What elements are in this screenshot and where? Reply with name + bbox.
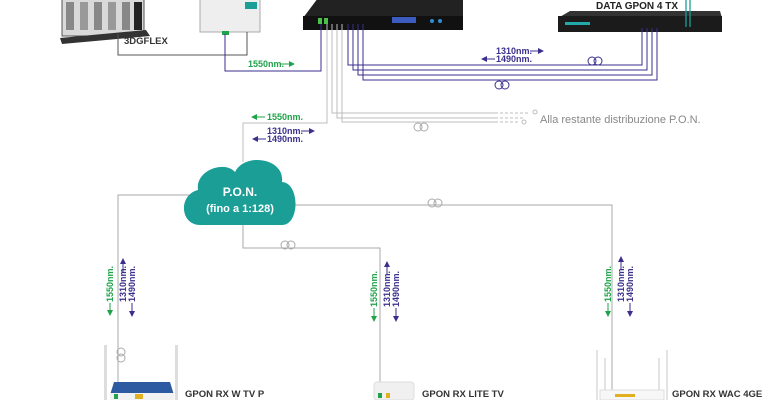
fiber-coil-icon xyxy=(413,122,429,132)
olt-rack xyxy=(303,0,463,30)
up-wavelength-label-top: 1310nm. xyxy=(496,46,532,56)
drop-fibers xyxy=(117,194,613,395)
onu2-label: GPON RX LITE TV xyxy=(422,389,504,400)
fiber-coil-icon xyxy=(280,240,296,250)
pon-distribution-fibers xyxy=(331,24,538,125)
switch-label: DATA GPON 4 TX xyxy=(596,1,678,12)
onu3-label: GPON RX WAC 4GE xyxy=(672,389,762,400)
onu-router-w-tv-p xyxy=(104,345,178,400)
onu-wac-4ge xyxy=(596,350,668,400)
down-wavelength-label-onu3: 1490nm. xyxy=(625,266,635,302)
tv-wavelength-label: 1550nm. xyxy=(248,59,284,69)
headend-label: 3DGFLEX xyxy=(124,36,168,47)
fiber-coil-icon xyxy=(116,347,126,363)
tv-wavelength-label-onu1: 1550nm. xyxy=(105,266,115,302)
optical-transmitter xyxy=(199,0,261,35)
onu3-wavelengths: 1550nm. 1310nm. 1490nm. xyxy=(603,256,635,317)
tv-wavelength-label-onu3: 1550nm. xyxy=(603,266,613,302)
fiber-coil-icon xyxy=(427,198,443,208)
fiber-coil-icon xyxy=(587,56,603,66)
cloud-title: P.O.N. xyxy=(223,185,257,199)
down-wavelength-label-top: 1490nm. xyxy=(496,54,532,64)
switch-rack xyxy=(558,11,722,32)
up-wavelength-label-onu3: 1310nm. xyxy=(616,266,626,302)
fiber-coil-icon xyxy=(494,80,510,90)
tv-wavelength-label-pon: 1550nm. xyxy=(267,112,303,122)
onu2-wavelengths: 1550nm. 1310nm. 1490nm. xyxy=(369,261,401,322)
headend-rack xyxy=(60,0,150,44)
down-wavelength-label-pon: 1490nm. xyxy=(267,134,303,144)
cloud-subtitle: (fino a 1:128) xyxy=(206,203,274,215)
remaining-distribution-note: Alla restante distribuzione P.O.N. xyxy=(540,114,701,126)
onu1-wavelengths: 1550nm. 1310nm. 1490nm. xyxy=(105,258,137,317)
onu1-label: GPON RX W TV P xyxy=(185,389,265,400)
tv-wavelength-label-onu2: 1550nm. xyxy=(369,271,379,307)
olt-switch-fibers xyxy=(347,24,658,81)
pon-cloud xyxy=(183,159,296,225)
onu-lite-tv xyxy=(373,381,415,400)
up-wavelength-label-pon: 1310nm. xyxy=(267,126,303,136)
up-wavelength-label-onu1: 1310nm. xyxy=(118,266,128,302)
down-wavelength-label-onu1: 1490nm. xyxy=(127,266,137,302)
down-wavelength-label-onu2: 1490nm. xyxy=(391,271,401,307)
up-wavelength-label-onu2: 1310nm. xyxy=(382,271,392,307)
